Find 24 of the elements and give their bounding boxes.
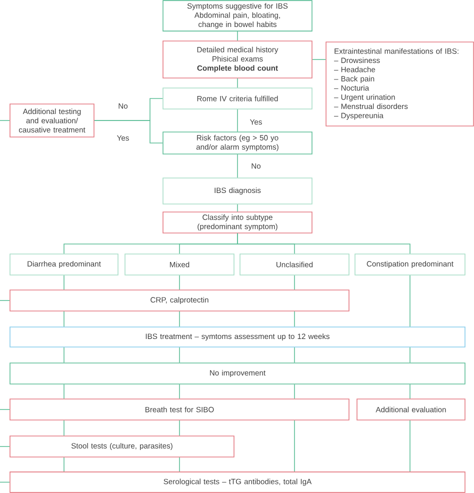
connector-line xyxy=(179,420,180,436)
connector-line xyxy=(237,31,238,41)
connector-line xyxy=(0,300,10,301)
connector-line xyxy=(0,409,10,410)
connector-line xyxy=(0,482,10,483)
connector-line xyxy=(294,311,295,327)
connector-line xyxy=(237,204,238,212)
connector-line xyxy=(179,384,180,399)
connector-line xyxy=(237,154,238,178)
connector-line xyxy=(179,347,180,363)
connector-line xyxy=(179,457,180,472)
connector-line xyxy=(237,109,238,132)
connector-line xyxy=(237,78,238,88)
connector-line xyxy=(94,120,163,144)
connector-line xyxy=(294,384,295,399)
connector-line xyxy=(237,233,410,254)
connector-line xyxy=(294,275,295,290)
connector-line xyxy=(179,275,180,290)
connector-line xyxy=(179,311,180,327)
connector-line xyxy=(294,347,295,363)
connector-line xyxy=(0,120,10,121)
connector-line xyxy=(312,59,326,60)
connector-line xyxy=(0,446,10,447)
connector-line xyxy=(294,420,295,472)
